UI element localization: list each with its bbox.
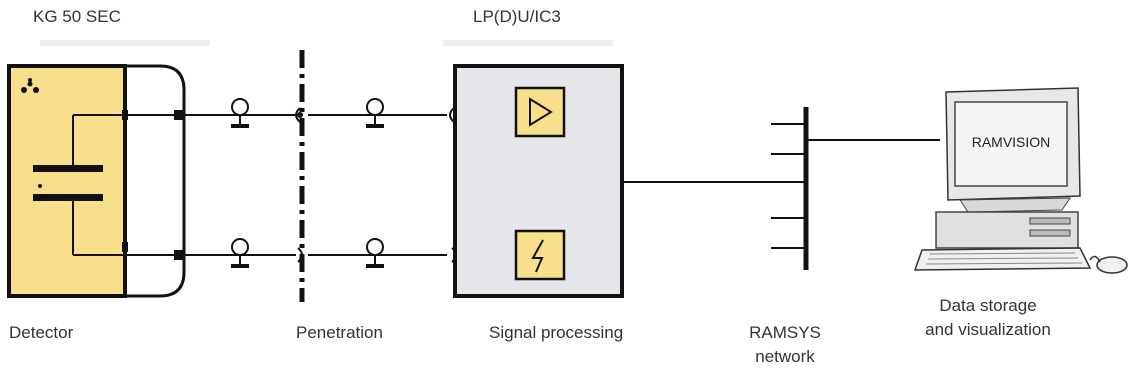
signal-processing-box — [453, 64, 624, 298]
amplifier-triangle-icon — [529, 97, 553, 127]
monitor-screen — [954, 101, 1068, 187]
detector-housing — [125, 64, 186, 298]
storage-label: Data storage and visualization — [925, 296, 1051, 339]
mouse — [1096, 256, 1128, 274]
detector-body — [7, 64, 127, 298]
shield-symbol-3 — [231, 238, 249, 268]
shield-symbol-4 — [366, 238, 384, 268]
shield-symbol-1 — [231, 98, 249, 128]
radiation-icon — [21, 78, 39, 93]
ramsys-network-bus — [771, 107, 809, 270]
signal-processing-label: Signal processing — [489, 323, 624, 342]
detector — [7, 64, 186, 298]
detector-model-label: KG 50 SEC — [33, 7, 121, 26]
high-voltage-block — [514, 229, 566, 281]
shield-symbol-2 — [366, 98, 384, 128]
lightning-icon — [531, 239, 544, 273]
capacitor-symbol — [33, 114, 125, 256]
monitor-screen-text: RAMVISION — [972, 134, 1051, 150]
processor-model-label: LP(D)U/IC3 — [473, 7, 561, 26]
detector-label: Detector — [9, 323, 74, 342]
network-label: RAMSYS network — [749, 323, 821, 366]
amplifier-block — [514, 86, 566, 138]
computer-workstation-icon: RAMVISION — [913, 87, 1128, 274]
penetration-label: Penetration — [296, 323, 383, 342]
